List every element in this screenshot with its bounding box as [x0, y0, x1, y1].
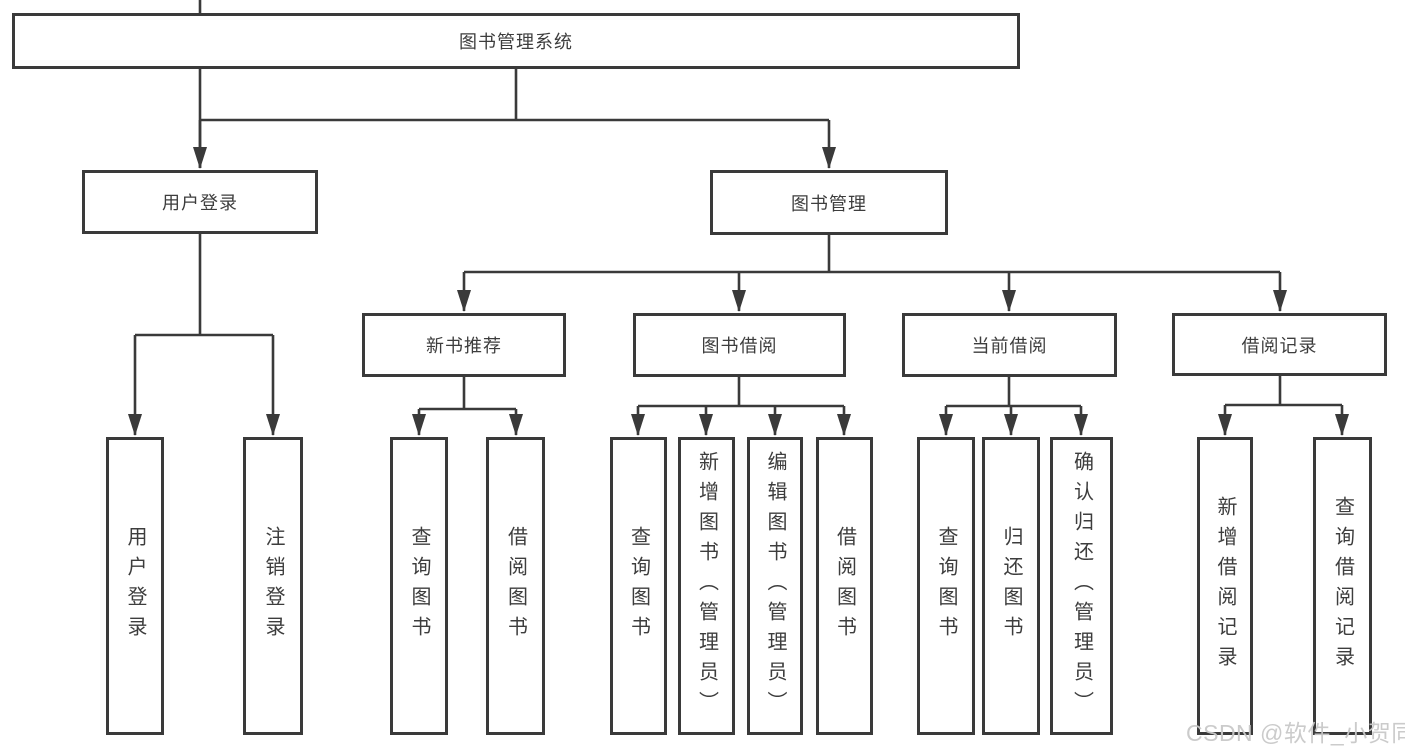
node-bb-borrow-books: 借阅图书	[816, 437, 873, 735]
node-root: 图书管理系统	[12, 13, 1020, 69]
connector-root-stem	[200, 68, 829, 122]
node-book-management: 图书管理	[710, 170, 948, 235]
node-new-book-recommend-label: 新书推荐	[426, 336, 502, 356]
node-bb-query-books-label: 查询图书	[627, 526, 650, 646]
connector-current-stem	[946, 377, 1081, 408]
node-bb-edit-books-admin-label: 编辑图书（管理员）	[764, 451, 786, 721]
connector-borrow-stem	[638, 377, 844, 408]
node-new-book-recommend: 新书推荐	[362, 313, 566, 377]
connector-mgmt-stem	[464, 235, 1280, 274]
connector-user-stem	[135, 233, 273, 337]
node-bb-borrow-books-label: 借阅图书	[833, 526, 856, 646]
node-bb-edit-books-admin: 编辑图书（管理员）	[747, 437, 803, 735]
node-br-query-record: 查询借阅记录	[1313, 437, 1372, 735]
node-nb-borrow-books: 借阅图书	[486, 437, 545, 735]
node-leaf-logout-label: 注销登录	[262, 526, 284, 646]
node-user-login: 用户登录	[82, 170, 318, 234]
node-bb-query-books: 查询图书	[610, 437, 667, 735]
node-cb-confirm-return-admin: 确认归还（管理员）	[1050, 437, 1113, 735]
connector-records-stem	[1225, 376, 1342, 407]
node-borrow-records: 借阅记录	[1172, 313, 1387, 376]
node-br-add-record-label: 新增借阅记录	[1214, 496, 1236, 676]
node-leaf-user-login-label: 用户登录	[124, 526, 146, 646]
node-book-management-label: 图书管理	[791, 193, 867, 214]
node-nb-query-books: 查询图书	[390, 437, 448, 735]
node-cb-query-books: 查询图书	[917, 437, 975, 735]
node-current-borrow-label: 当前借阅	[971, 336, 1048, 356]
node-bb-add-books-admin: 新增图书（管理员）	[678, 437, 735, 735]
node-book-borrow-label: 图书借阅	[701, 336, 778, 356]
node-nb-borrow-books-label: 借阅图书	[504, 526, 527, 646]
connector-newbook-stem	[419, 377, 516, 411]
node-user-login-label: 用户登录	[162, 193, 238, 213]
node-cb-return-books-label: 归还图书	[1000, 526, 1022, 646]
node-root-label: 图书管理系统	[459, 32, 573, 52]
node-leaf-logout: 注销登录	[243, 437, 303, 735]
node-cb-query-books-label: 查询图书	[935, 526, 957, 646]
node-nb-query-books-label: 查询图书	[408, 526, 430, 646]
node-book-borrow: 图书借阅	[633, 313, 846, 377]
node-bb-add-books-admin-label: 新增图书（管理员）	[695, 451, 718, 721]
node-cb-confirm-return-admin-label: 确认归还（管理员）	[1070, 451, 1093, 721]
watermark: CSDN @软件_小贺同学	[1186, 720, 1405, 746]
node-leaf-user-login: 用户登录	[106, 437, 164, 735]
node-cb-return-books: 归还图书	[982, 437, 1040, 735]
node-borrow-records-label: 借阅记录	[1241, 335, 1318, 356]
node-br-add-record: 新增借阅记录	[1197, 437, 1253, 735]
node-br-query-record-label: 查询借阅记录	[1331, 496, 1354, 676]
node-current-borrow: 当前借阅	[902, 313, 1117, 377]
